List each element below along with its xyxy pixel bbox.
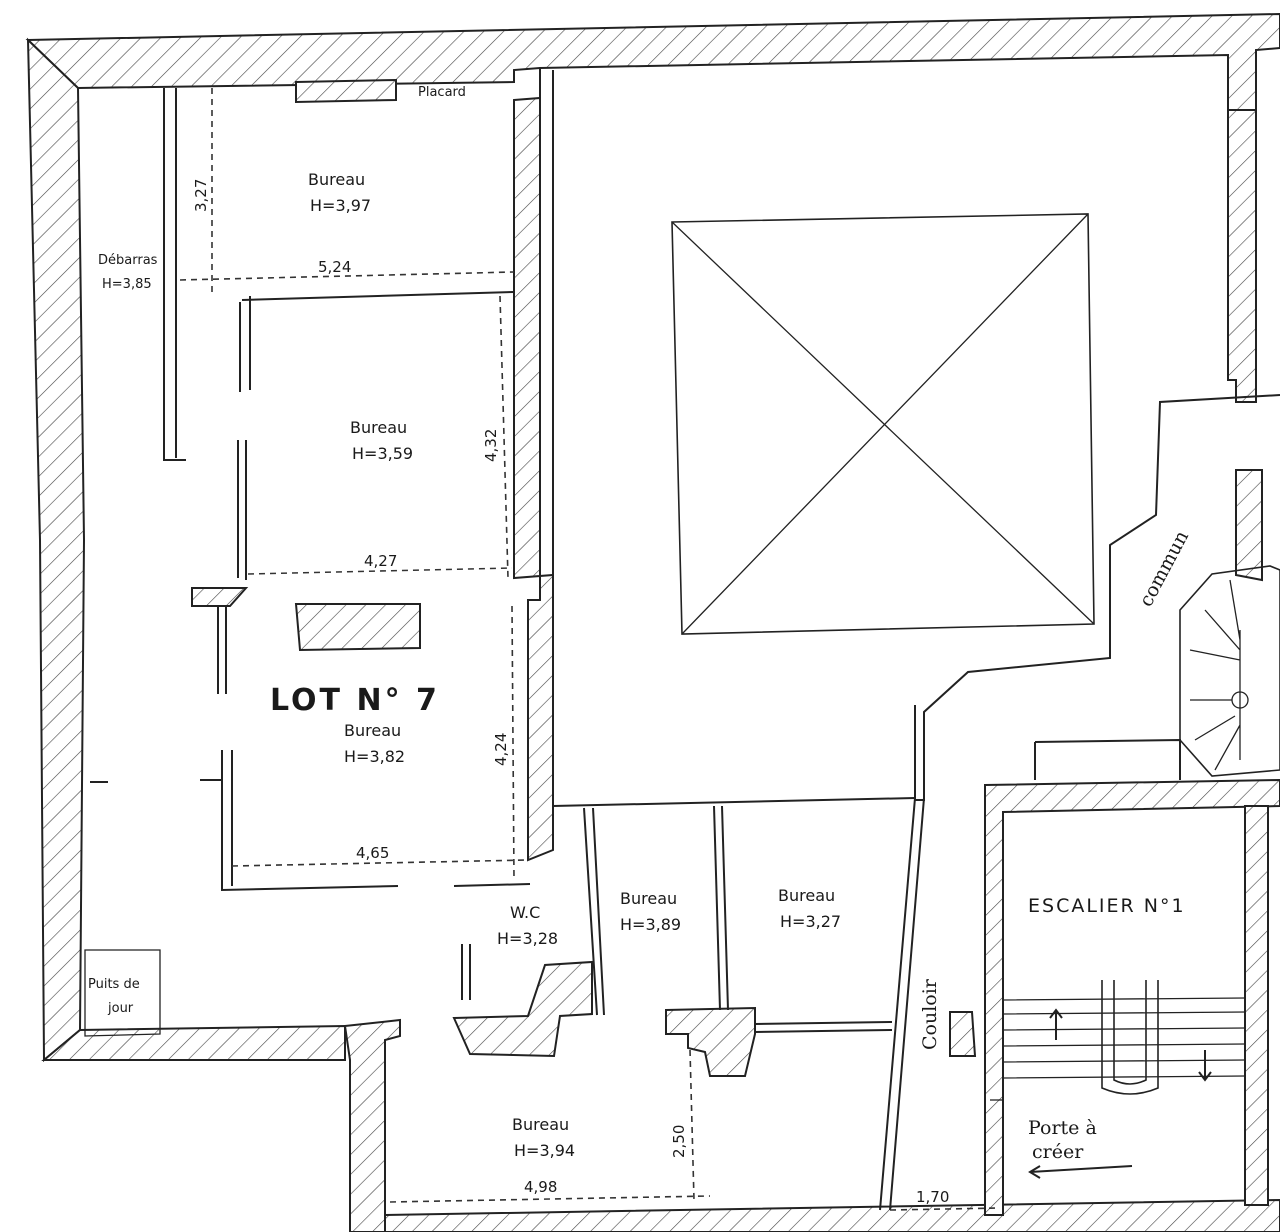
partitions [84,68,1280,1211]
dim-3: 4,32 [482,429,500,462]
dim-6: 4,65 [356,844,389,862]
room-2-height: H=3,59 [352,444,413,463]
main-stair [1002,980,1246,1179]
dim-8: 4,98 [524,1178,557,1196]
dim-5: 4,24 [492,733,510,766]
lot-label: LOT N° 7 [270,683,440,718]
room-1-height: H=3,97 [310,196,371,215]
room-2-name: Bureau [350,418,407,437]
spiral-stair [1179,565,1280,777]
door-label-1: Porte à [1028,1117,1097,1139]
room-5-name: Bureau [620,889,677,908]
corridor-label: Couloir [919,978,941,1050]
exterior-walls [25,12,1280,1232]
void-square [671,213,1095,635]
dim-7: 2,50 [670,1125,688,1158]
dim-4: 4,27 [364,552,397,570]
common-label: commun [1135,527,1193,610]
stair-label: ESCALIER N°1 [1028,895,1186,917]
labels: LOT N° 7 Placard Débarras H=3,85 Bureau … [88,85,1193,1206]
debarras-label: Débarras [98,253,158,268]
dim-1: 3,27 [192,179,210,212]
door-label-2: créer [1032,1141,1084,1163]
skylight-label-2: jour [107,1001,134,1016]
room-7-name: Bureau [512,1115,569,1134]
dimension-lines [179,88,1001,1211]
room-5-height: H=3,89 [620,915,681,934]
room-6-height: H=3,27 [780,912,841,931]
room-1-name: Bureau [308,170,365,189]
dim-2: 5,24 [318,258,351,276]
room-6-name: Bureau [778,886,835,905]
room-3-height: H=3,82 [344,747,405,766]
room-4-name: W.C [510,903,540,922]
room-7-height: H=3,94 [514,1141,575,1160]
placard-label: Placard [418,85,466,100]
dim-9: 1,70 [916,1188,949,1206]
debarras-height: H=3,85 [102,277,152,292]
room-4-height: H=3,28 [497,929,558,948]
skylight-label-1: Puits de [88,977,140,992]
room-3-name: Bureau [344,721,401,740]
